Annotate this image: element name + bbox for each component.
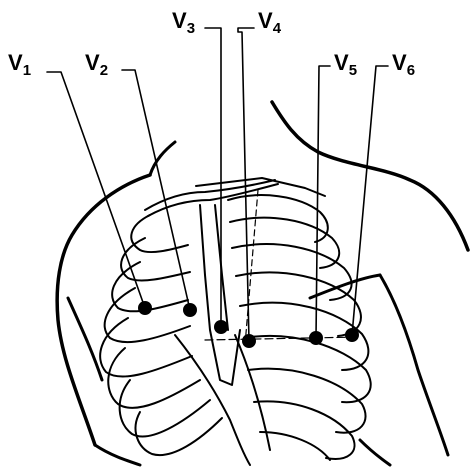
v4-electrode bbox=[242, 334, 256, 348]
v5-leader-line bbox=[316, 66, 330, 338]
v5-electrode bbox=[309, 331, 323, 345]
lead-labels: V1 V2 V3 V4 V5 V6 bbox=[8, 8, 415, 79]
v1-leader-line bbox=[47, 72, 145, 308]
v3-electrode bbox=[214, 320, 228, 334]
v6-electrode bbox=[345, 328, 359, 342]
v4-label: V4 bbox=[258, 8, 282, 37]
rib-cage bbox=[100, 178, 371, 465]
v3-label: V3 bbox=[172, 8, 195, 37]
v1-label: V1 bbox=[8, 50, 31, 79]
v2-electrode bbox=[183, 303, 197, 317]
v3-leader-line bbox=[205, 28, 221, 327]
v5-label: V5 bbox=[334, 50, 357, 79]
v2-label: V2 bbox=[85, 50, 108, 79]
v6-leader-line bbox=[352, 66, 388, 335]
v6-label: V6 bbox=[392, 50, 415, 79]
v1-electrode bbox=[138, 301, 152, 315]
